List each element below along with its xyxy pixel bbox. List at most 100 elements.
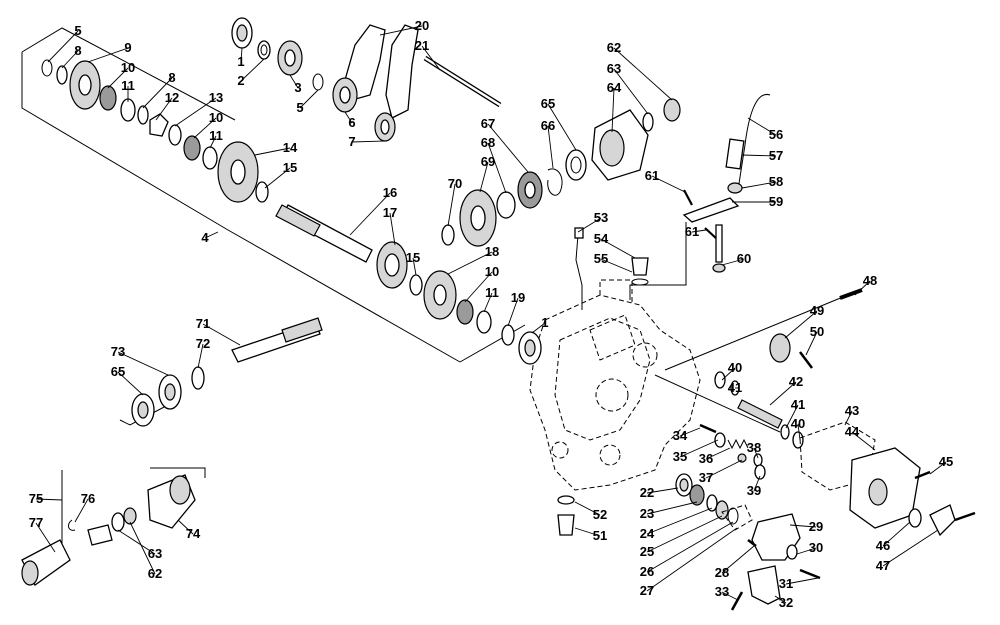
- leader-line: [209, 135, 217, 149]
- leader-line: [129, 521, 156, 575]
- callout-number: 77: [29, 515, 43, 530]
- washer-72: [191, 366, 205, 390]
- washer-70: [441, 224, 455, 246]
- plug-54: [631, 257, 649, 276]
- clip-5-left: [41, 59, 53, 77]
- callout-number: 11: [485, 285, 499, 300]
- callout-number: 1: [237, 54, 244, 69]
- leader-line: [240, 58, 265, 82]
- callout-number: 76: [81, 491, 95, 506]
- bearing-10-c: [456, 299, 474, 325]
- callout-number: 14: [283, 140, 298, 155]
- callout-number: 65: [541, 96, 555, 111]
- leader-line: [646, 527, 738, 592]
- washer-41-b: [780, 424, 790, 440]
- leader-line: [117, 529, 156, 555]
- assembly-bracket: [21, 27, 526, 555]
- pin-48: [664, 288, 863, 371]
- leader-line: [646, 507, 713, 535]
- gear-49: [769, 333, 791, 363]
- leader-line: [753, 447, 759, 459]
- leader-line: [613, 68, 649, 115]
- callout-number: 11: [121, 78, 135, 93]
- callout-number: 56: [769, 127, 783, 142]
- callout-number: 75: [29, 491, 43, 506]
- callout-number: 52: [593, 507, 607, 522]
- leader-line: [844, 410, 853, 426]
- leader-line: [721, 367, 736, 381]
- leader-line: [854, 280, 871, 296]
- leader-line: [784, 310, 818, 339]
- leader-line: [487, 123, 529, 173]
- callout-number: 10: [121, 60, 135, 75]
- callout-number: 30: [809, 540, 823, 555]
- seal-22: [675, 473, 693, 497]
- spacer-11-b: [202, 146, 218, 170]
- callout-number: 9: [124, 40, 131, 55]
- callout-number: 53: [594, 210, 608, 225]
- leader-line: [721, 545, 755, 574]
- callout-number: 12: [165, 90, 179, 105]
- callout-number: 74: [186, 526, 201, 541]
- leader-line: [349, 192, 391, 236]
- callout-number: 46: [876, 538, 890, 553]
- leader-line: [705, 459, 743, 479]
- clip-76: [67, 519, 76, 531]
- callout-number: 39: [747, 483, 761, 498]
- callout-number: 61: [645, 168, 659, 183]
- callout-number: 7: [348, 134, 355, 149]
- callout-number: 41: [791, 397, 805, 412]
- leader-line: [721, 258, 745, 266]
- bushing-62-top: [663, 98, 681, 122]
- washer-15-top: [255, 181, 269, 203]
- leader-line: [479, 161, 489, 193]
- callout-number: 45: [939, 454, 953, 469]
- callout-number: 4: [201, 230, 209, 245]
- callout-number: 15: [406, 250, 420, 265]
- seal-65-lower: [131, 393, 155, 427]
- leader-line: [379, 25, 423, 36]
- bracket-32: [747, 565, 781, 605]
- leader-line: [299, 89, 319, 109]
- leader-line: [574, 501, 601, 516]
- callout-number: 10: [209, 110, 223, 125]
- callout-number: 29: [809, 519, 823, 534]
- callout-number: 40: [728, 360, 742, 375]
- callout-number: 33: [715, 584, 729, 599]
- gear-9: [69, 60, 101, 110]
- callout-number: 60: [737, 251, 751, 266]
- shaft-71: [231, 317, 323, 363]
- callout-number: 2: [237, 73, 244, 88]
- washer-8-right: [137, 105, 149, 125]
- gasket-27: [721, 504, 753, 531]
- leader-line: [254, 147, 291, 156]
- callout-number: 38: [747, 440, 761, 455]
- bolt-31: [799, 568, 821, 580]
- callout-number: 63: [607, 61, 621, 76]
- leader-line: [769, 381, 797, 406]
- leader-line: [87, 47, 129, 63]
- callout-number: 59: [769, 194, 783, 209]
- leader-line: [197, 343, 204, 369]
- callout-number: 68: [481, 135, 495, 150]
- leader-line: [797, 423, 801, 441]
- leader-line: [447, 183, 456, 227]
- leader-line: [753, 475, 761, 492]
- callout-number: 21: [415, 38, 429, 53]
- u-joint-75: [87, 524, 113, 546]
- leader-line: [646, 515, 723, 553]
- cable-56: [737, 94, 771, 191]
- callout-number: 66: [541, 118, 555, 133]
- callout-number: 71: [196, 316, 210, 331]
- washer-8-left: [56, 65, 68, 85]
- leader-lines: [35, 25, 947, 604]
- callout-number: 73: [111, 344, 125, 359]
- callout-number: 17: [383, 205, 397, 220]
- leader-line: [107, 67, 129, 89]
- callout-number: 62: [607, 40, 621, 55]
- leader-line: [61, 50, 79, 69]
- spacer-11-a: [120, 98, 136, 122]
- callout-number: 70: [448, 176, 462, 191]
- leader-line: [721, 591, 739, 601]
